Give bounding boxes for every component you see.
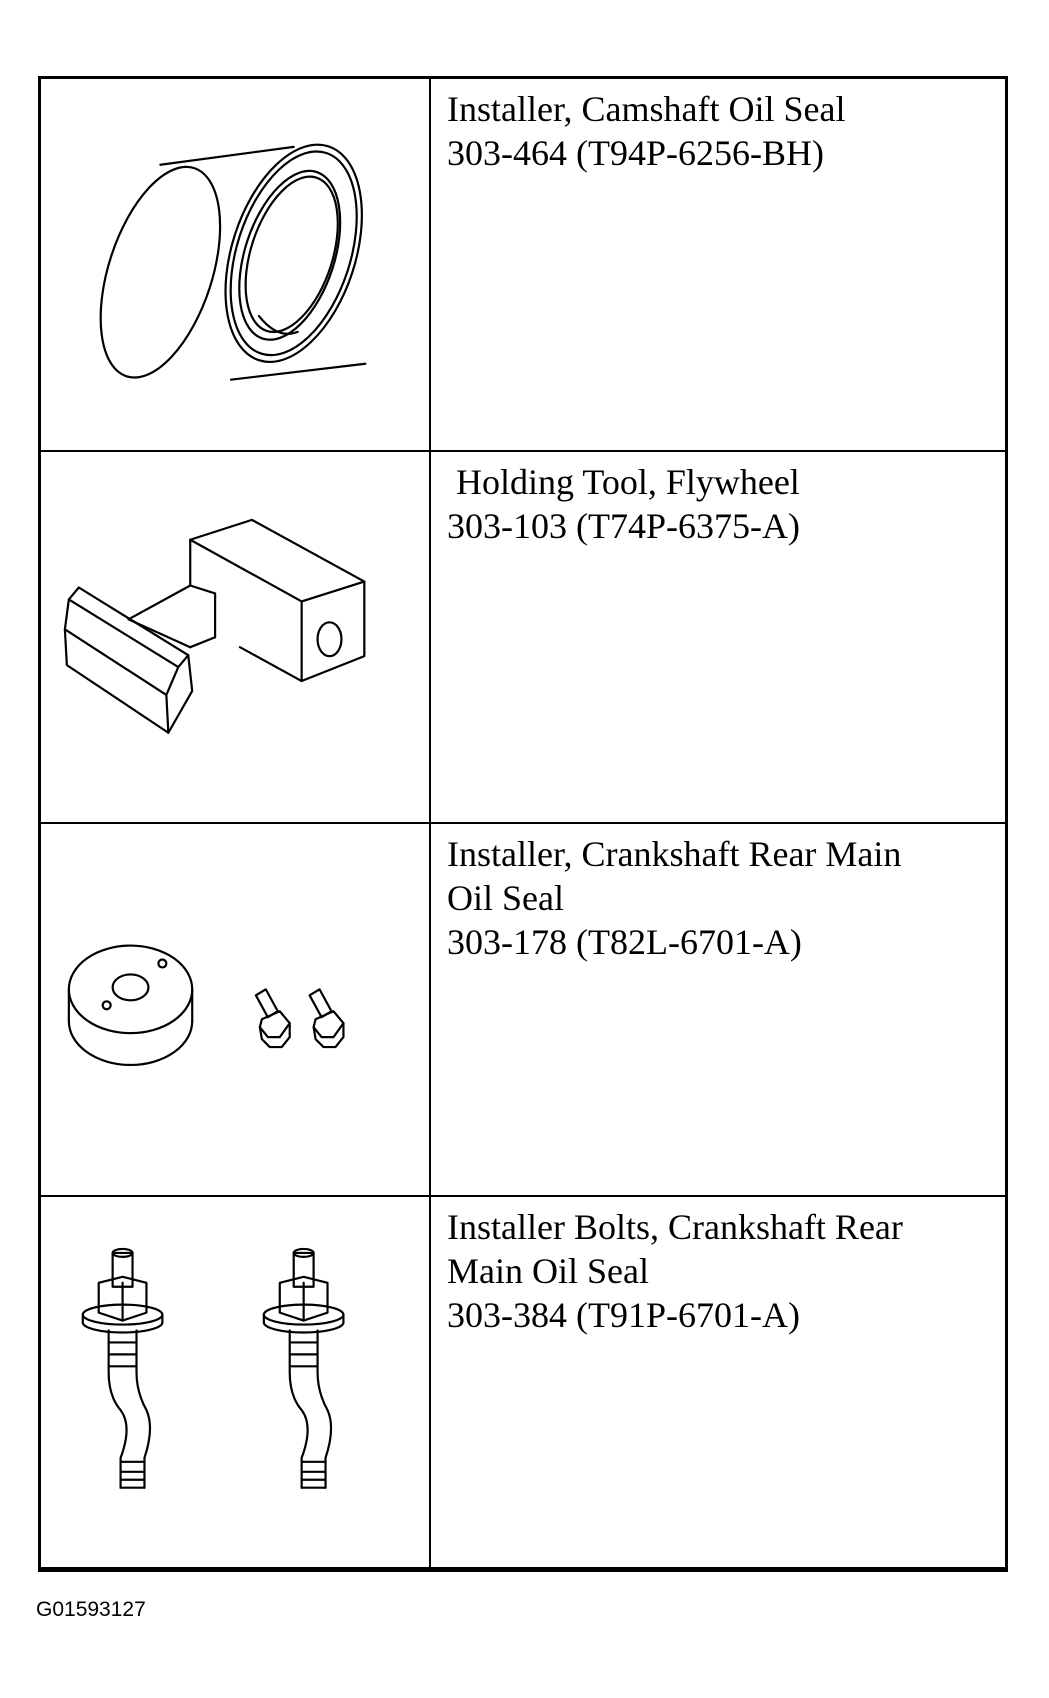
flywheel-holding-tool-illustration (63, 518, 366, 734)
installer-bolts-illustration (81, 1247, 345, 1489)
tool-name: Installer, Camshaft Oil Seal (447, 89, 846, 129)
tool-name: Holding Tool, Flywheel (447, 461, 800, 502)
tool-illustration-cell (41, 451, 431, 824)
camshaft-seal-installer-illustration (99, 143, 367, 381)
tool-part-number: 303-178 (T82L-6701-A) (447, 922, 802, 962)
tool-description: Installer, Crankshaft Rear Main Oil Seal… (431, 824, 1005, 1197)
tool-name-continued: Main Oil Seal (447, 1250, 649, 1291)
tool-part-number: 303-103 (T74P-6375-A) (447, 505, 800, 546)
tool-description: Installer Bolts, Crankshaft Rear Main Oi… (431, 1197, 1005, 1569)
tool-illustration-cell (41, 1196, 431, 1569)
tool-description: Holding Tool, Flywheel 303-103 (T74P-637… (431, 452, 1005, 824)
figure-id: G01593127 (36, 1598, 146, 1621)
tool-name: Installer Bolts, Crankshaft Rear (447, 1206, 903, 1247)
tool-name-continued: Oil Seal (447, 878, 564, 918)
tool-description: Installer, Camshaft Oil Seal 303-464 (T9… (431, 79, 1005, 452)
tool-part-number: 303-464 (T94P-6256-BH) (447, 133, 824, 173)
tool-name: Installer, Crankshaft Rear Main (447, 834, 902, 874)
tool-illustration-cell (41, 824, 431, 1197)
tool-illustration-cell (41, 79, 431, 452)
special-tools-table: Installer, Camshaft Oil Seal 303-464 (T9… (38, 76, 1008, 1572)
rear-main-seal-installer-illustration (67, 944, 345, 1067)
tool-part-number: 303-384 (T91P-6701-A) (447, 1294, 800, 1335)
